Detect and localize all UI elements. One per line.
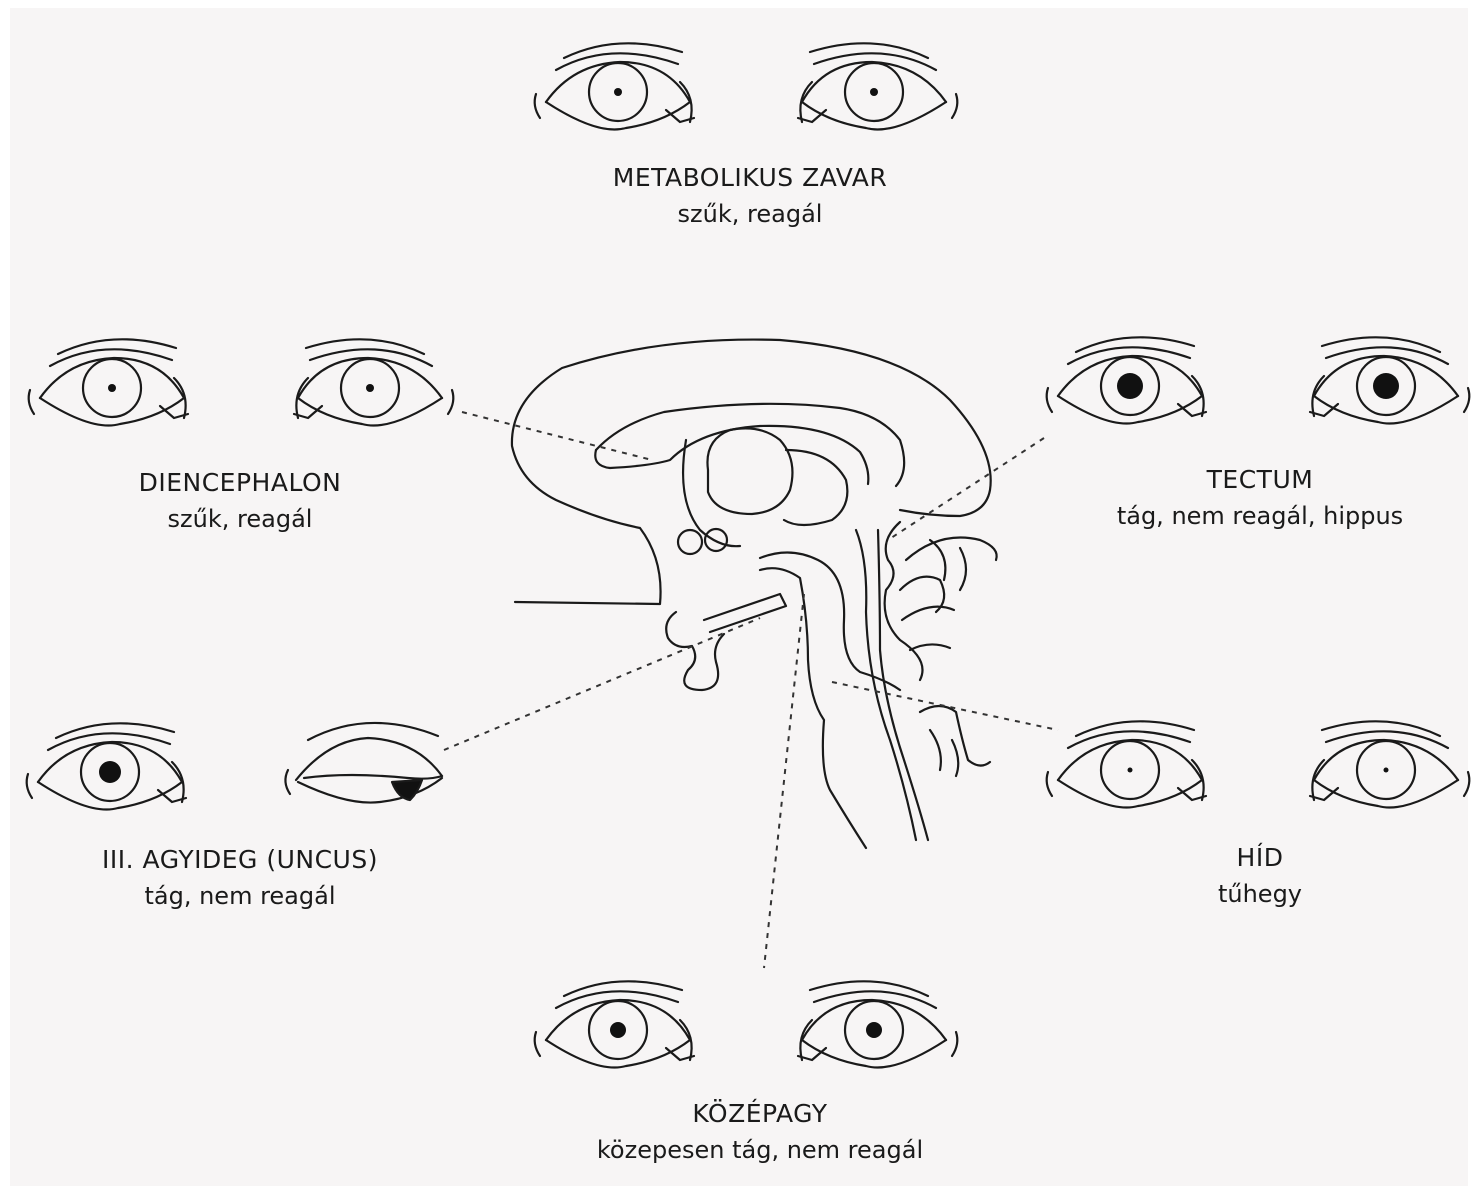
tectum-title: TECTUM (1080, 462, 1440, 498)
diencephalon-title: DIENCEPHALON (80, 465, 400, 501)
midbrain-title: KÖZÉPAGY (560, 1096, 960, 1132)
midbrain-left-eye (535, 981, 694, 1067)
leader-lines (444, 412, 1058, 968)
uncus-eyes (27, 723, 442, 810)
uncus-left-eye (27, 723, 186, 809)
pons-label: HÍD tűhegy (1160, 840, 1360, 912)
leader-diencephalon (462, 412, 652, 460)
leader-uncus (444, 618, 760, 750)
metabolic-eyes (535, 43, 958, 129)
pons-left-eye (1047, 721, 1206, 807)
metabolic-label: METABOLIKUS ZAVAR szűk, reagál (560, 160, 940, 232)
diencephalon-desc: szűk, reagál (80, 501, 400, 537)
tectum-label: TECTUM tág, nem reagál, hippus (1080, 462, 1440, 534)
midbrain-right-eye (798, 981, 957, 1067)
tectum-eyes (1047, 337, 1470, 423)
pons-title: HÍD (1160, 840, 1360, 876)
metabolic-desc: szűk, reagál (560, 196, 940, 232)
pons-desc: tűhegy (1160, 876, 1360, 912)
uncus-title: III. AGYIDEG (UNCUS) (60, 842, 420, 878)
midbrain-label: KÖZÉPAGY közepesen tág, nem reagál (560, 1096, 960, 1168)
leader-midbrain (764, 594, 804, 968)
tectum-left-eye (1047, 337, 1206, 423)
metabolic-title: METABOLIKUS ZAVAR (560, 160, 940, 196)
diencephalon-right-eye (294, 339, 453, 425)
metabolic-left-eye (535, 43, 694, 129)
uncus-desc: tág, nem reagál (60, 878, 420, 914)
metabolic-right-eye (798, 43, 957, 129)
leader-tectum (888, 438, 1044, 540)
diencephalon-label: DIENCEPHALON szűk, reagál (80, 465, 400, 537)
diencephalon-eyes (29, 339, 454, 425)
pons-eyes (1047, 721, 1470, 807)
uncus-right-eye-ptosis (285, 723, 442, 803)
brain-sagittal-section (512, 340, 997, 848)
midbrain-eyes (535, 981, 958, 1067)
tectum-right-eye (1310, 337, 1469, 423)
uncus-label: III. AGYIDEG (UNCUS) tág, nem reagál (60, 842, 420, 914)
midbrain-desc: közepesen tág, nem reagál (560, 1132, 960, 1168)
pons-right-eye (1310, 721, 1469, 807)
tectum-desc: tág, nem reagál, hippus (1080, 498, 1440, 534)
diencephalon-left-eye (29, 339, 188, 425)
